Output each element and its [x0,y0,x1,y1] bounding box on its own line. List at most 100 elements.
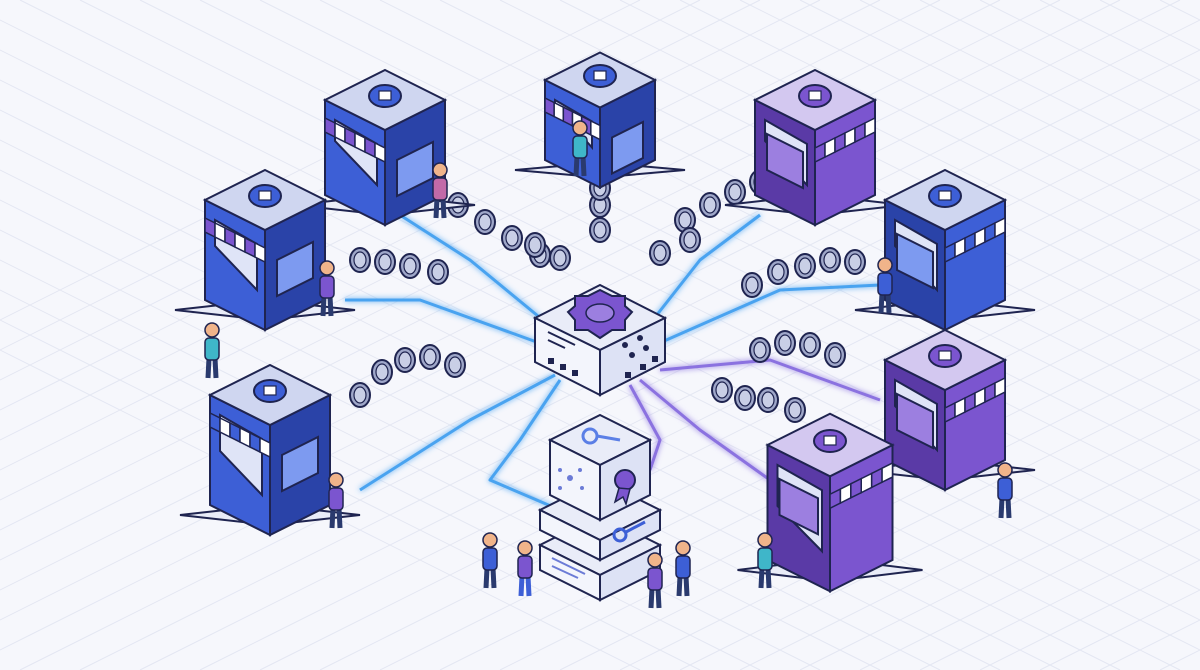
storefront [737,412,923,593]
token-chains [349,169,866,423]
grid-line [0,0,1121,561]
token-coin [394,347,416,373]
grid-line [979,0,1200,111]
token-coin [549,245,571,271]
token-coin [711,377,733,403]
grid-line [859,499,1200,670]
person [675,540,691,597]
token-coin [501,225,523,251]
token-coin [699,192,721,218]
grid-line [799,0,1200,201]
grid-line [499,319,1200,670]
grid-line [439,289,1200,670]
token-coin [524,232,546,258]
awning-stripe [994,376,1006,399]
grid-line [79,109,1200,670]
awning-stripe [994,216,1006,239]
store-sign [281,435,319,493]
hub-vent-lines [547,331,576,349]
storefront [174,168,356,332]
grid-line [199,169,1200,670]
token-coin [819,247,841,273]
store-awning [829,461,894,510]
store-sign [276,240,314,298]
token-coin [757,387,779,413]
token-coin [794,253,816,279]
grid-line [919,0,1200,141]
token-coin [679,227,701,253]
awning-stripe [374,141,386,164]
cable-vault-right [628,384,662,471]
token-coin [374,249,396,275]
store-awning [944,216,1006,264]
person [328,472,344,529]
cable-right-lower-a [659,358,881,402]
store-sign [396,140,434,198]
cable-right-middle [654,283,881,347]
cable-vault-left [488,379,562,512]
cable-right-lower-b [639,378,771,482]
people [204,120,1013,609]
network-cables [345,190,881,512]
person [319,260,335,317]
token-coin [774,330,796,356]
box-icon [253,379,287,403]
grid-line [979,559,1200,670]
awning-stripe [864,116,876,139]
storefront [854,168,1036,332]
token-coin [427,259,449,285]
person [877,257,893,314]
storefront-icon [583,64,617,88]
person [572,120,588,177]
cable-left-middle [345,298,546,347]
token-coin [399,253,421,279]
person [517,540,533,597]
token-coin [419,344,441,370]
store-sign [896,232,934,290]
storefront [854,328,1036,492]
storefront [294,68,476,227]
storefront [514,51,686,190]
store-awning [209,411,271,459]
token-coin [674,207,696,233]
grid-line [0,0,941,471]
shirt-icon [798,84,832,108]
grid-line [0,0,761,381]
store-awning [814,116,876,164]
cube-icon [928,184,962,208]
gear-badge-icon [566,288,634,340]
token-coin [734,385,756,411]
credential-vault-stack [537,413,663,602]
person [432,162,448,219]
grid-line [19,79,1200,670]
grid-line [799,469,1200,670]
person [204,322,220,379]
token-coin [799,332,821,358]
token-coin [749,337,771,363]
cable-left-lower [359,373,556,492]
store-sign [611,120,644,176]
storefront [724,68,906,227]
token-coin [784,397,806,423]
cable-right-upper [643,213,761,331]
token-coin [474,209,496,235]
token-coin [649,240,671,266]
hub-ports [548,356,658,378]
grid-line [139,139,1200,670]
key-icon [581,427,621,445]
grid-line [679,0,1200,261]
token-coin [349,382,371,408]
person [997,462,1013,519]
token-coin [349,247,371,273]
store-sign [778,477,819,536]
central-hub-server [532,283,668,397]
grid-line [919,529,1200,670]
awning-stripe [254,241,266,264]
grid-line [0,349,641,670]
network-icon [558,468,584,490]
bar-chart-icon [928,344,962,368]
store-awning [944,376,1006,424]
